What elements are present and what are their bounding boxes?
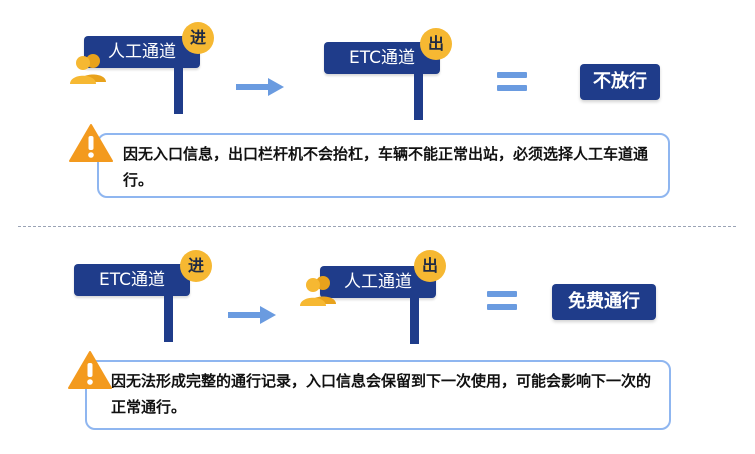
top-entry-gate: 人工通道 进: [84, 22, 226, 130]
bottom-entry-lane-label: ETC通道: [74, 264, 190, 296]
top-arrow-icon: [236, 78, 284, 96]
top-note-box: 因无入口信息，出口栏杆机不会抬杠，车辆不能正常出站，必须选择人工车道通行。: [97, 133, 670, 198]
top-exit-lane-label: ETC通道: [324, 42, 440, 74]
bottom-exit-lane-label: 人工通道: [320, 266, 436, 298]
top-result-badge: 不放行: [580, 64, 660, 100]
bottom-entry-badge: 进: [180, 250, 212, 282]
warning-icon: [68, 351, 112, 389]
top-entry-badge: 进: [182, 22, 214, 54]
bottom-equals-icon: [487, 291, 517, 311]
top-exit-gate: ETC通道 出: [324, 28, 466, 136]
top-entry-lane-label: 人工通道: [84, 36, 200, 68]
person-icon: [300, 276, 336, 306]
bottom-note-box: 因无法形成完整的通行记录，入口信息会保留到下一次使用，可能会影响下一次的正常通行…: [85, 360, 671, 430]
bottom-exit-gate: 人工通道 出: [320, 250, 462, 360]
bottom-entry-gate: ETC通道 进: [74, 250, 216, 358]
person-icon: [70, 54, 106, 84]
bottom-arrow-icon: [228, 306, 276, 324]
bottom-exit-gate-post: [410, 296, 419, 344]
top-exit-badge: 出: [420, 28, 452, 60]
top-note-text: 因无入口信息，出口栏杆机不会抬杠，车辆不能正常出站，必须选择人工车道通行。: [123, 145, 649, 189]
bottom-entry-gate-post: [164, 294, 173, 342]
bottom-note-text: 因无法形成完整的通行记录，入口信息会保留到下一次使用，可能会影响下一次的正常通行…: [111, 372, 652, 416]
top-equals-icon: [497, 72, 527, 92]
warning-icon: [69, 124, 113, 162]
top-exit-gate-post: [414, 72, 423, 120]
section-divider: [18, 226, 736, 227]
top-entry-gate-post: [174, 66, 183, 114]
bottom-result-badge: 免费通行: [552, 284, 656, 320]
bottom-exit-badge: 出: [414, 250, 446, 282]
